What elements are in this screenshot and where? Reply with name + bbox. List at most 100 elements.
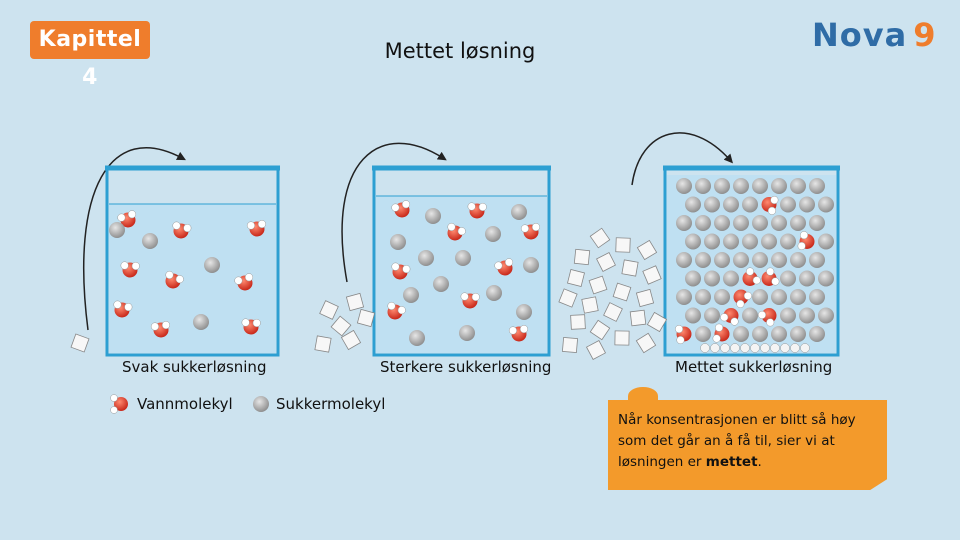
sugar-molecule (799, 270, 815, 287)
crystal-sediment (780, 343, 790, 353)
water-molecule (733, 289, 752, 309)
sugar-molecule (704, 307, 720, 324)
sugar-cube (319, 300, 339, 320)
water-molecule (120, 261, 140, 278)
sugar-molecule (704, 270, 720, 287)
sugar-molecule (695, 252, 711, 268)
sugar-cube (581, 296, 599, 314)
water-molecule (117, 210, 137, 228)
sugar-cube (629, 309, 647, 327)
water-molecule (246, 220, 266, 237)
sugar-molecule (714, 178, 730, 194)
sugar-molecule (695, 215, 711, 231)
sugar-cube (585, 339, 607, 361)
sugar-cube (635, 288, 655, 308)
sugar-molecule (109, 222, 125, 238)
sugar-cube (570, 314, 586, 330)
water-molecule (712, 323, 730, 343)
sugar-molecule (809, 215, 825, 231)
water-molecule (720, 308, 739, 326)
sugar-molecule (818, 270, 834, 287)
beaker-label-3: Mettet sukkerløsning (675, 358, 832, 376)
sugar-cube (603, 302, 623, 322)
water-molecule (387, 301, 406, 320)
sugar-cube (612, 282, 632, 302)
sugar-molecule (723, 233, 739, 250)
sugar-molecule (459, 325, 475, 341)
sugar-molecule (752, 326, 768, 342)
sugar-molecule (752, 252, 768, 268)
water-molecule (447, 222, 466, 241)
sugar-molecule (771, 215, 787, 231)
water-molecule (675, 325, 692, 345)
sugar-molecule (733, 252, 749, 268)
sugar-molecule (771, 289, 787, 305)
sugar-molecule (771, 326, 787, 342)
sugar-molecule (780, 270, 796, 287)
crystal-sediment (790, 343, 800, 353)
crystal-sediment (760, 343, 770, 353)
molecules-layer (109, 178, 834, 353)
sugar-molecule (771, 252, 787, 268)
sugar-molecule (403, 287, 419, 303)
legend-water: Vannmolekyl (110, 394, 233, 414)
sugar-molecule (193, 314, 209, 330)
crystal-sediment (700, 343, 710, 353)
sugar-molecule (523, 257, 539, 273)
sugar-molecule (818, 233, 834, 250)
water-molecule (391, 200, 411, 218)
water-molecule (241, 318, 261, 335)
sugar-cube (340, 329, 362, 351)
water-molecule-icon (114, 397, 128, 411)
crystal-sediment (740, 343, 750, 353)
water-molecule (797, 231, 815, 251)
water-molecule (742, 267, 761, 286)
sugar-molecule-icon (253, 396, 269, 412)
sugar-molecule (685, 270, 701, 287)
water-molecule (761, 267, 780, 286)
sugar-molecule (695, 289, 711, 305)
sugar-cube (345, 292, 365, 312)
sugar-molecule (723, 196, 739, 213)
sugar-cube (330, 315, 352, 337)
brand-name: Nova (812, 16, 908, 54)
sugar-molecule (695, 326, 711, 342)
sugar-molecule (142, 233, 158, 249)
sugar-cube (596, 252, 616, 272)
sugar-cube (636, 239, 658, 261)
brand-number: 9 (913, 16, 937, 54)
callout-text: Når konsentrasjonen er blitt så høy som … (618, 412, 856, 470)
sugar-molecule (485, 226, 501, 242)
sugar-molecule (780, 307, 796, 324)
callout-box (608, 400, 887, 490)
sugar-molecule (704, 233, 720, 250)
sugar-molecule (752, 289, 768, 305)
water-molecule (113, 300, 133, 318)
sugar-molecule (409, 330, 425, 346)
water-molecule (165, 270, 184, 289)
sugar-molecule (752, 178, 768, 194)
sugar-molecule (733, 326, 749, 342)
crystal-sediment (750, 343, 760, 353)
beaker-label-1: Svak sukkerløsning (122, 358, 266, 376)
water-molecule (508, 325, 528, 342)
sugar-molecule (733, 178, 749, 194)
sugar-molecule (809, 252, 825, 268)
sugar-molecule (790, 215, 806, 231)
sugar-molecule (390, 234, 406, 250)
chapter-badge: Kapittel 4 (30, 21, 150, 90)
sugar-molecule (790, 252, 806, 268)
sugar-molecule (742, 307, 758, 324)
arrow-1 (82, 147, 186, 331)
sugar-molecule (809, 289, 825, 305)
sugar-molecule (723, 270, 739, 287)
sugar-molecule (676, 289, 692, 305)
water-molecule (520, 223, 540, 240)
crystal-sediment (770, 343, 780, 353)
sugar-molecule (809, 178, 825, 194)
crystal-sediment (800, 343, 810, 353)
water-molecule (391, 262, 411, 280)
sugar-cube (615, 237, 631, 253)
water-molecule (172, 221, 192, 239)
